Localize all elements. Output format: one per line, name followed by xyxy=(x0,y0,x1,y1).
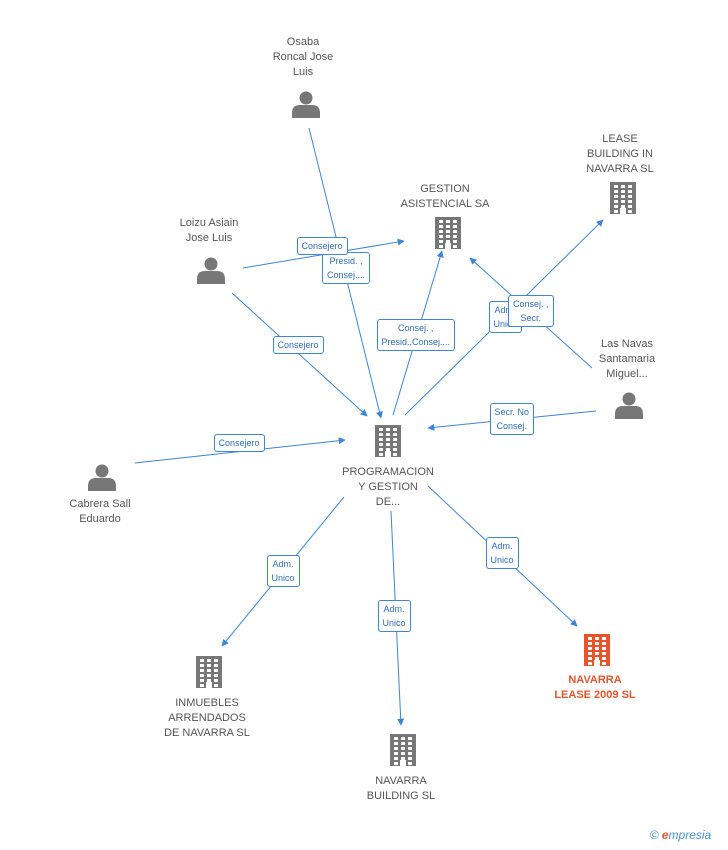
edge-label-line: Unico xyxy=(490,555,514,565)
person-icon-loizu[interactable] xyxy=(197,257,225,285)
node-label-navarra_lease[interactable]: NAVARRA LEASE 2009 SL xyxy=(515,673,675,703)
node-label-line: Luis xyxy=(292,66,314,78)
brand-name: mpresia xyxy=(668,828,712,842)
node-label-navarra_building[interactable]: NAVARRA BUILDING SL xyxy=(321,774,481,804)
edge-label-line: Unico xyxy=(493,319,517,329)
edge-label-programacion-to-gestion[interactable]: Consej. , Presid.,Consej.... xyxy=(376,319,456,351)
node-label-gestion[interactable]: GESTION ASISTENCIAL SA xyxy=(365,182,525,212)
edge-label-line: Unico xyxy=(271,573,295,583)
edge-label-line: Adm. xyxy=(272,559,294,569)
edge-label-line: Consejero xyxy=(218,438,260,448)
node-label-line: Y GESTION xyxy=(358,481,418,493)
building-icon-lease_building[interactable] xyxy=(610,182,636,214)
node-label-line: INMUEBLES xyxy=(175,697,239,709)
building-icon-inmuebles[interactable] xyxy=(196,656,222,688)
edge-label-line: Consej.... xyxy=(327,270,366,280)
building-icon-navarra_lease[interactable] xyxy=(584,634,610,666)
node-label-line: Las Navas xyxy=(601,338,653,350)
node-label-line: Osaba xyxy=(286,36,320,48)
edge-label-line: Secr. xyxy=(520,313,542,323)
edge-label-programacion-to-navarra_lease[interactable]: Adm. Unico xyxy=(485,537,519,569)
edge-label-line: Consej. , xyxy=(513,299,549,309)
node-label-line: ASISTENCIAL SA xyxy=(400,198,490,210)
edge-label-line: Consejero xyxy=(301,241,343,251)
edge-label-line: Presid. , xyxy=(329,256,363,266)
person-icon-cabrera[interactable] xyxy=(88,464,116,492)
person-icon-lasnavas[interactable] xyxy=(615,392,643,420)
edge-label-line: Adm. xyxy=(491,541,513,551)
edge-label-line: Adm. xyxy=(383,604,405,614)
edge-loizu-to-programacion xyxy=(231,292,368,417)
node-label-line: GESTION xyxy=(420,183,470,195)
node-label-line: LEASE 2009 SL xyxy=(554,689,636,701)
node-label-line: Roncal Jose xyxy=(272,51,334,63)
building-icon-gestion[interactable] xyxy=(435,217,461,249)
edge-label-line: Adm. xyxy=(494,305,516,315)
edge-label-lasnavas-to-programacion[interactable]: Secr. No Consej. xyxy=(489,403,535,435)
edge-label-programacion-to-inmuebles[interactable]: Adm. Unico xyxy=(266,555,300,587)
edge-label-loizu-to-gestion[interactable]: Consejero xyxy=(296,237,348,255)
edge-label-loizu-to-programacion[interactable]: Consejero xyxy=(272,336,324,354)
node-label-line: Santamaria xyxy=(598,353,656,365)
node-label-line: NAVARRA SL xyxy=(586,163,654,175)
node-label-line: Cabrera Sall xyxy=(69,498,131,510)
node-label-line: NAVARRA xyxy=(375,775,427,787)
edge-label-programacion-to-navarra_building[interactable]: Adm. Unico xyxy=(377,600,411,632)
node-label-lease_building[interactable]: LEASE BUILDING IN NAVARRA SL xyxy=(540,132,700,177)
person-icon-osaba[interactable] xyxy=(292,91,320,119)
node-label-line: Jose Luis xyxy=(185,232,233,244)
edge-label-lasnavas-to-gestion[interactable]: Consej. , Secr. xyxy=(508,295,554,327)
node-label-line: PROGRAMACION xyxy=(342,466,434,478)
empresia-logo[interactable]: ©empresia xyxy=(650,828,711,842)
edge-label-osaba-to-programacion[interactable]: Presid. , Consej.... xyxy=(322,252,371,284)
node-label-line: ARRENDADOS xyxy=(168,712,246,724)
building-icon-navarra_building[interactable] xyxy=(390,734,416,766)
edge-label-line: Consejero xyxy=(277,340,319,350)
node-label-line: DE... xyxy=(375,496,401,508)
node-label-line: Eduardo xyxy=(79,513,121,525)
edge-label-line: Consej. xyxy=(496,421,528,431)
edge-label-line: Presid.,Consej.... xyxy=(381,337,451,347)
node-label-line: Loizu Asiain xyxy=(179,217,239,229)
building-icon-programacion[interactable] xyxy=(375,425,401,457)
node-label-programacion[interactable]: PROGRAMACION Y GESTION DE... xyxy=(308,465,468,510)
edge-label-cabrera-to-programacion[interactable]: Consejero xyxy=(213,434,265,452)
node-label-line: BUILDING IN xyxy=(586,148,653,160)
node-label-inmuebles[interactable]: INMUEBLES ARRENDADOS DE NAVARRA SL xyxy=(127,696,287,741)
node-label-line: DE NAVARRA SL xyxy=(164,727,250,739)
brand-first-letter: e xyxy=(661,828,669,842)
copyright-symbol: © xyxy=(650,828,659,842)
node-label-line: Miguel... xyxy=(606,368,648,380)
node-label-line: NAVARRA xyxy=(568,674,622,686)
node-label-line: BUILDING SL xyxy=(366,790,436,802)
edge-label-line: Unico xyxy=(382,618,406,628)
edge-label-line: Secr. No xyxy=(494,407,530,417)
edge-label-line: Consej. , xyxy=(398,323,434,333)
node-label-line: LEASE xyxy=(602,133,638,145)
